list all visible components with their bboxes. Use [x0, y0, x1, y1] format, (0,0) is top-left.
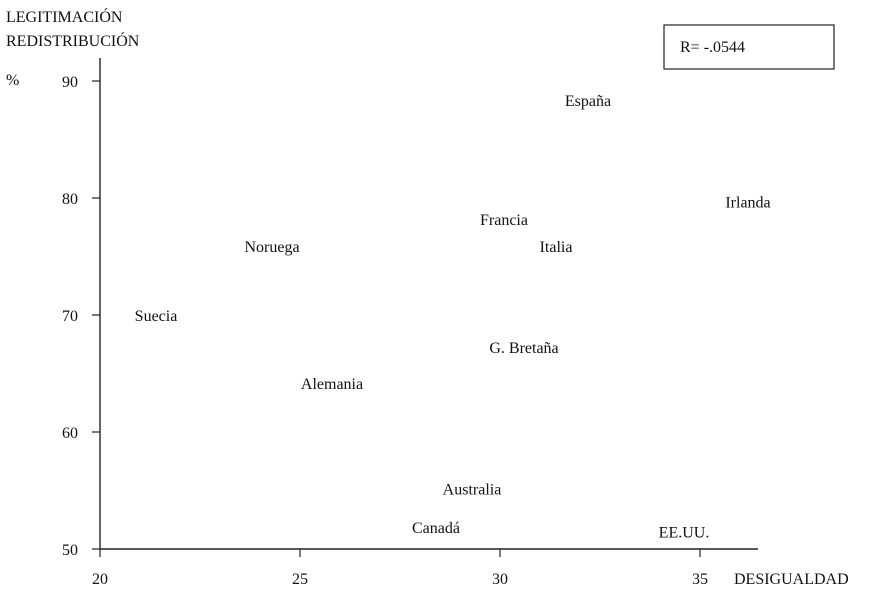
- y-axis-title-line2: REDISTRIBUCIÓN: [6, 31, 140, 50]
- data-point-label: Irlanda: [725, 195, 770, 212]
- y-tick-label: 70: [62, 308, 78, 325]
- data-point-label: Alemania: [301, 376, 363, 393]
- x-tick-label: 20: [92, 571, 108, 588]
- data-point-label: EE.UU.: [659, 525, 710, 542]
- data-point-label: Francia: [480, 212, 528, 229]
- data-point-label: Canadá: [412, 520, 460, 537]
- data-point-label: G. Bretaña: [489, 340, 558, 357]
- data-point-label: Australia: [443, 481, 502, 498]
- x-tick-label: 25: [292, 571, 308, 588]
- data-point-label: Noruega: [244, 239, 299, 256]
- data-point-label: Italia: [540, 239, 573, 256]
- y-tick-label: 50: [62, 542, 78, 559]
- y-tick-label: 60: [62, 425, 78, 442]
- x-axis-title: DESIGUALDAD: [734, 571, 849, 588]
- y-tick-label: 80: [62, 191, 78, 208]
- y-axis-title-line1: LEGITIMACIÓN: [6, 7, 123, 26]
- x-tick-label: 35: [692, 571, 708, 588]
- y-axis-unit: %: [6, 72, 19, 89]
- x-tick-label: 30: [492, 571, 508, 588]
- correlation-box: [663, 24, 835, 70]
- y-tick-label: 90: [62, 74, 78, 91]
- data-point-label: España: [565, 93, 611, 110]
- axis-ticks: 50 60 70 80 90 20 25 30 35: [62, 74, 708, 588]
- correlation-annotation: R= -.0544: [680, 39, 745, 56]
- data-point-label: Suecia: [135, 308, 178, 325]
